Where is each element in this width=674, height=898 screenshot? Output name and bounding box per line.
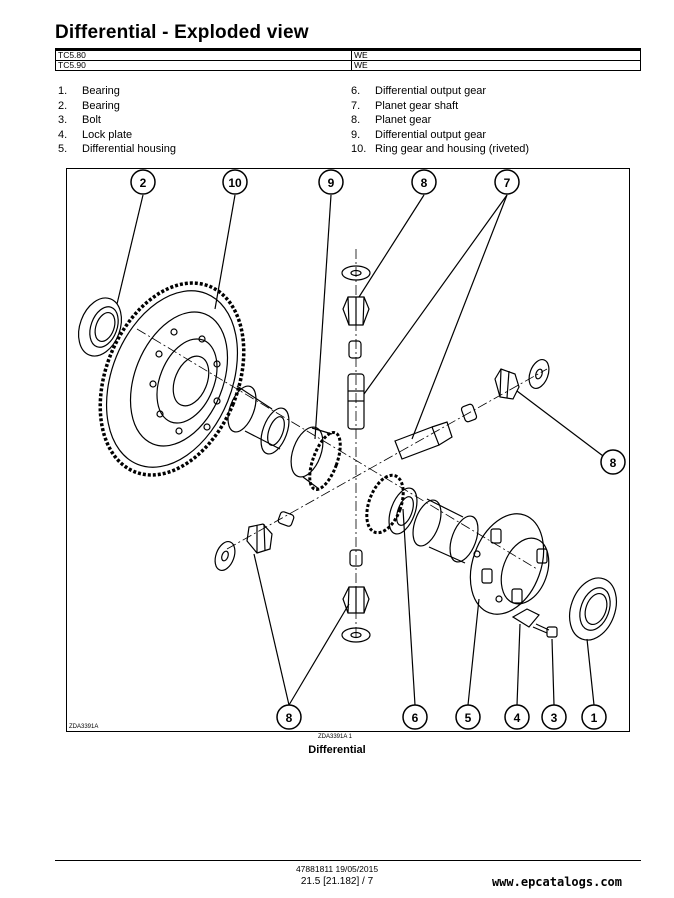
exploded-view-drawing: 2 10 9 8 7 8 8 6 5 4 3 1 [77,169,626,730]
housing-5-drawing [469,513,550,615]
axis-line [226,368,548,550]
part-number: 10. [351,143,367,156]
footer-rule [55,860,641,861]
model-table: TC5.80 WE TC5.90 WE [55,50,641,71]
part-label: Planet gear [375,114,432,127]
part-number: 1. [58,85,68,97]
parts-list-left: 1.Bearing 2.Bearing 3.Bolt 4.Lock plate … [58,84,176,157]
leader-lines [116,194,612,706]
part-label: Bearing [82,85,120,97]
planet-gear-top-drawing [341,265,371,359]
bearing-1-drawing [569,577,617,641]
output-gear-6-drawing [365,473,418,535]
part-item: 8. Planet gear [351,113,529,128]
exploded-view-figure: 2 10 9 8 7 8 8 6 5 4 3 1 ZDA3391A [66,168,630,732]
callout-label: 2 [140,176,147,190]
callout-10: 10 [222,169,248,195]
spacer-drawing [227,385,290,455]
footer-page-number: 21.5 [21.182] / 7 [300,876,374,887]
callout-label: 8 [286,711,293,725]
model-row: TC5.80 WE [55,50,641,61]
callout-label: 6 [412,711,419,725]
part-number: 3. [58,114,68,127]
part-label: Lock plate [82,128,133,141]
callout-label: 7 [504,176,511,190]
callout-9: 9 [318,169,344,195]
page-title: Differential - Exploded view [55,22,309,43]
housing-spacer-drawing [412,498,479,564]
footer-document-id: 47881811 19/05/2015 [295,864,379,874]
callout-label: 8 [610,456,617,470]
callout-1: 1 [581,704,607,730]
watermark-url: www.epcatalogs.com [491,875,622,889]
model-cell: TC5.80 [55,50,352,61]
part-number: 6. [351,85,361,97]
part-label: Bearing [82,99,120,112]
ring-gear-10-drawing [98,281,246,477]
part-item: 1. Bearing [58,84,176,99]
planet-gear-left-drawing [214,511,295,572]
planet-shaft-vertical-drawing [347,373,365,430]
callout-label: 1 [591,711,598,725]
model-row: TC5.90 WE [55,60,641,71]
planet-gear-bottom-drawing [341,549,371,643]
part-label: Differential output gear [375,128,487,141]
callout-8-top: 8 [411,169,437,195]
part-label: Differential output gear [375,85,487,97]
callout-label: 8 [421,176,428,190]
part-number: 2. [58,99,68,112]
figure-reference: ZDA3391A 1 [318,734,353,740]
bolt-3-drawing [532,623,558,638]
part-item: 7. Planet gear shaft [351,99,529,114]
part-item: 5. Differential housing [58,142,176,157]
part-item: 3. Bolt [58,113,176,128]
figure-caption: Differential [308,744,366,756]
part-number: 9. [351,128,361,141]
market-cell: WE [351,50,641,61]
part-item: 6. Differential output gear [351,84,529,99]
callout-3: 3 [541,704,567,730]
part-label: Bolt [82,114,101,127]
figure-code: ZDA3391A [69,724,99,730]
callout-label: 9 [328,176,335,190]
planet-gear-right-drawing [494,358,550,400]
callout-8-bottom: 8 [276,704,302,730]
part-number: 8. [351,114,361,127]
market-cell: WE [351,60,641,71]
callout-label: 3 [551,711,558,725]
callout-label: 5 [465,711,472,725]
parts-list-right: 6. Differential output gear 7. Planet gear… [351,84,529,157]
planet-shaft-horizontal-drawing [394,403,478,460]
part-item: 9. Differential output gear [351,128,529,143]
part-label: Ring gear and housing (riveted) [375,143,530,156]
callout-6: 6 [402,704,428,730]
part-number: 7. [351,99,361,112]
part-item: 4. Lock plate [58,128,176,143]
callout-label: 10 [228,176,242,190]
bearing-2-drawing [77,297,123,357]
part-label: Differential housing [82,143,176,156]
callout-8-right: 8 [600,449,626,475]
title-rule [55,48,641,50]
part-number: 5. [58,143,68,156]
callout-label: 4 [514,711,521,725]
part-item: 10. Ring gear and housing (riveted) [351,142,529,157]
callout-5: 5 [455,704,481,730]
callout-4: 4 [504,704,530,730]
callout-7: 7 [494,169,520,195]
part-number: 4. [58,128,68,141]
part-label: Planet gear shaft [375,99,459,112]
part-item: 2. Bearing [58,99,176,114]
model-cell: TC5.90 [55,60,352,71]
lock-plate-4-drawing [511,608,540,628]
callout-2: 2 [130,169,156,195]
axis-line [136,328,538,570]
